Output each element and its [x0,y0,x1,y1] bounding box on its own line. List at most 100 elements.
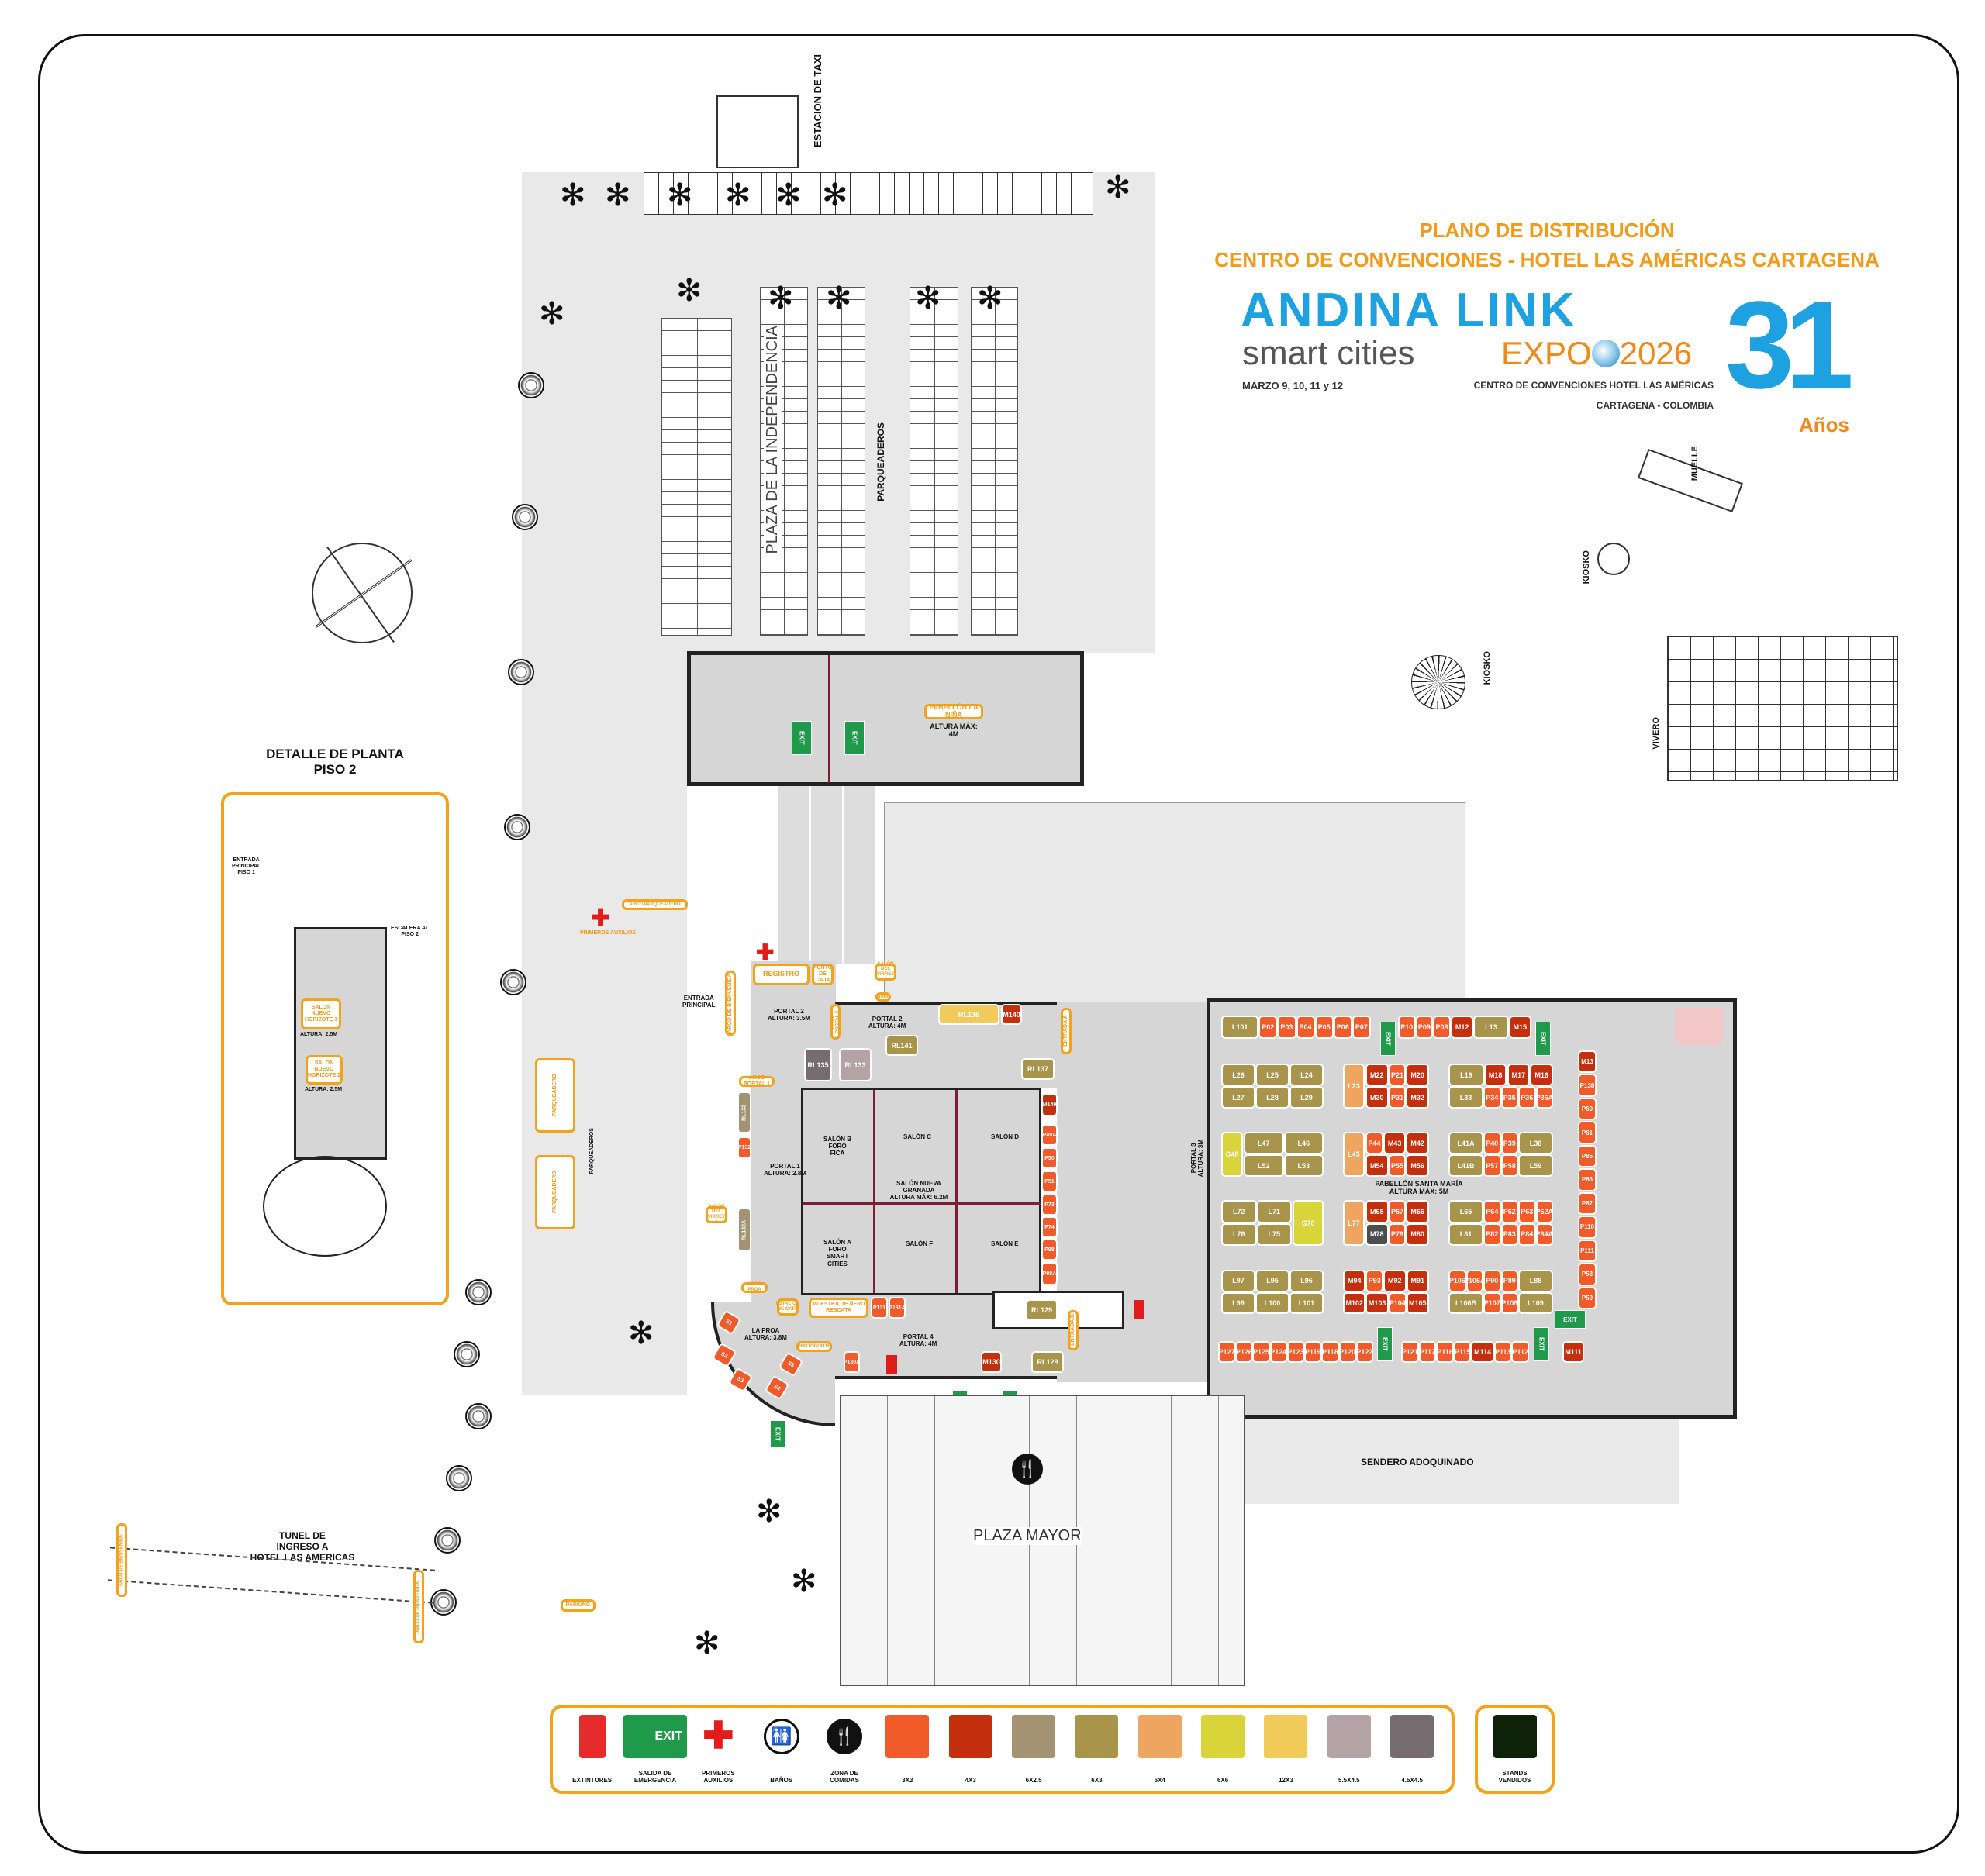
booth-M18[interactable]: M18 [1483,1064,1507,1086]
booth-P98A[interactable]: P98A [1041,1262,1058,1285]
booth-P79[interactable]: P79 [1388,1223,1407,1246]
booth-M140[interactable]: M140 [1001,1004,1022,1025]
booth-P123[interactable]: P123 [1286,1341,1305,1363]
booth-M17[interactable]: M17 [1507,1064,1531,1086]
booth-P09[interactable]: P09 [1415,1016,1434,1039]
booth-P62A[interactable]: P62A [1535,1200,1553,1223]
booth-RL128[interactable]: RL128 [1031,1351,1064,1373]
booth-P125[interactable]: P125 [1252,1341,1270,1363]
booth-M103[interactable]: M103 [1365,1291,1389,1314]
booth-RL132A[interactable]: RL132A [737,1208,751,1252]
booth-L47[interactable]: L47 [1244,1132,1284,1154]
booth-P113[interactable]: P113 [1493,1341,1512,1363]
booth-P50[interactable]: P50 [1041,1147,1058,1169]
booth-L72[interactable]: L72 [1221,1200,1257,1223]
booth-P49A[interactable]: P49A [1041,1124,1058,1146]
booth-P07[interactable]: P07 [1352,1016,1371,1039]
booth-P02[interactable]: P02 [1258,1016,1278,1039]
booth-L28[interactable]: L28 [1255,1086,1289,1109]
booth-P57[interactable]: P57 [1483,1154,1501,1177]
booth-RL137[interactable]: RL137 [1021,1058,1055,1080]
booth-P10[interactable]: P10 [1398,1016,1416,1039]
booth-M13[interactable]: M13 [1578,1050,1597,1074]
booth-P106[interactable]: P106 [1448,1270,1466,1292]
booth-L41B[interactable]: L41B [1448,1154,1483,1177]
booth-P58[interactable]: P58 [1500,1154,1518,1177]
booth-P51[interactable]: P51 [1041,1171,1058,1192]
booth-L27[interactable]: L27 [1221,1086,1255,1109]
booth-RL133[interactable]: RL133 [839,1048,872,1081]
booth-M92[interactable]: M92 [1383,1270,1407,1292]
booth-P108[interactable]: P108 [1500,1291,1518,1314]
booth-P120[interactable]: P120 [1338,1341,1356,1363]
booth-P104[interactable]: P104 [1388,1291,1407,1314]
booth-P117[interactable]: P117 [1418,1341,1437,1363]
booth-P111[interactable]: P111 [1578,1239,1597,1263]
booth-L88[interactable]: L88 [1518,1270,1553,1292]
booth-P132[interactable]: P132 [737,1136,751,1159]
booth-M91[interactable]: M91 [1406,1270,1429,1292]
booth-P34[interactable]: P34 [1483,1086,1501,1109]
booth-L101[interactable]: L101 [1221,1016,1259,1039]
booth-M15[interactable]: M15 [1508,1016,1531,1039]
booth-L19[interactable]: L19 [1448,1064,1484,1086]
booth-L100[interactable]: L100 [1255,1291,1289,1314]
booth-P55[interactable]: P55 [1388,1154,1407,1177]
booth-L24[interactable]: L24 [1289,1064,1324,1086]
booth-L95[interactable]: L95 [1255,1270,1289,1292]
booth-L59[interactable]: L59 [1518,1154,1553,1177]
booth-L38[interactable]: L38 [1518,1132,1553,1154]
booth-P84[interactable]: P84 [1518,1223,1536,1246]
booth-RL129[interactable]: RL129 [1026,1299,1058,1321]
booth-P106A[interactable]: P106A [1465,1270,1483,1292]
booth-P44[interactable]: P44 [1365,1132,1383,1154]
booth-L65[interactable]: L65 [1448,1200,1483,1223]
booth-P03[interactable]: P03 [1277,1016,1296,1039]
booth-P31[interactable]: P31 [1388,1086,1407,1109]
booth-P118[interactable]: P118 [1321,1341,1339,1363]
booth-P62[interactable]: P62 [1500,1200,1518,1223]
booth-M94[interactable]: M94 [1343,1270,1366,1292]
booth-P107[interactable]: P107 [1483,1291,1501,1314]
booth-P85[interactable]: P85 [1578,1144,1597,1168]
booth-P124[interactable]: P124 [1269,1341,1287,1363]
booth-L29[interactable]: L29 [1289,1086,1324,1109]
booth-P126[interactable]: P126 [1235,1341,1253,1363]
booth-P131[interactable]: P131 [871,1297,888,1319]
booth-P90[interactable]: P90 [1483,1270,1501,1292]
booth-P112[interactable]: P112 [1511,1341,1529,1363]
booth-M80[interactable]: M80 [1406,1223,1429,1246]
booth-L53[interactable]: L53 [1283,1154,1324,1177]
booth-P122[interactable]: P122 [1355,1341,1373,1363]
booth-P05[interactable]: P05 [1314,1016,1334,1039]
booth-P84A[interactable]: P84A [1535,1223,1553,1246]
booth-P36A[interactable]: P36A [1535,1086,1553,1109]
booth-P119[interactable]: P119 [1304,1341,1322,1363]
booth-L99[interactable]: L99 [1221,1291,1255,1314]
booth-P67[interactable]: P67 [1388,1200,1407,1223]
booth-P93[interactable]: P93 [1365,1270,1384,1292]
booth-P08[interactable]: P08 [1433,1016,1451,1039]
booth-M102[interactable]: M102 [1343,1291,1366,1314]
booth-P60[interactable]: P60 [1578,1097,1597,1121]
booth-P63[interactable]: P63 [1518,1200,1536,1223]
booth-P98[interactable]: P98 [1041,1239,1058,1260]
booth-P83[interactable]: P83 [1500,1223,1518,1246]
booth-M16[interactable]: M16 [1530,1064,1553,1086]
booth-L97[interactable]: L97 [1221,1270,1255,1292]
booth-L101[interactable]: L101 [1289,1291,1324,1314]
booth-M66[interactable]: M66 [1406,1200,1429,1223]
booth-M105[interactable]: M105 [1406,1291,1429,1314]
booth-RL136[interactable]: RL136 [938,1004,999,1025]
booth-L25[interactable]: L25 [1255,1064,1289,1086]
booth-M130[interactable]: M130 [981,1351,1002,1373]
booth-P87[interactable]: P87 [1578,1191,1597,1216]
booth-P40[interactable]: P40 [1483,1132,1501,1154]
booth-P59[interactable]: P59 [1578,1286,1597,1309]
booth-P121[interactable]: P121 [1401,1341,1419,1363]
booth-G70[interactable]: G70 [1293,1200,1324,1246]
booth-M32[interactable]: M32 [1406,1086,1429,1109]
booth-RL141[interactable]: RL141 [885,1035,918,1056]
booth-L33[interactable]: L33 [1448,1086,1483,1109]
booth-L71[interactable]: L71 [1256,1200,1292,1223]
